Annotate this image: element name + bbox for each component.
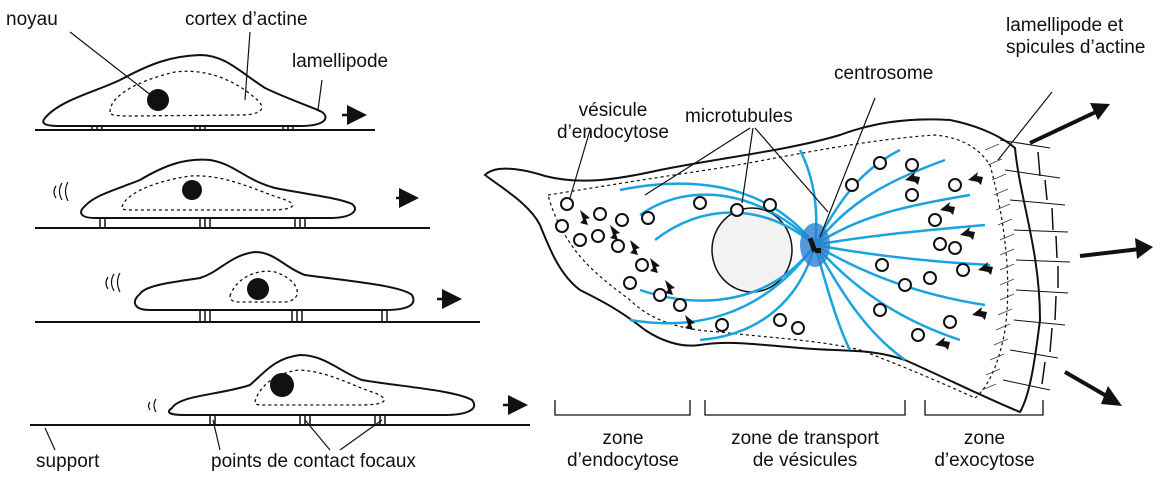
cell-membrane-4	[169, 355, 474, 415]
bracket-transport	[705, 400, 905, 415]
label-centrosome: centrosome	[834, 63, 933, 85]
label-lamellipode-spicules-line1: lamellipode et	[1002, 15, 1160, 37]
outward-arrows	[1030, 103, 1153, 406]
label-zone-exocytose-line1: zone	[912, 428, 1057, 450]
label-zone-endocytose-line2: d’endocytose	[548, 450, 698, 472]
focal-contacts-2	[100, 218, 305, 228]
nucleus-2	[182, 180, 202, 200]
label-zone-endocytose: zone d’endocytose	[548, 428, 698, 472]
label-zone-transport: zone de transport de vésicules	[700, 428, 910, 472]
label-lamellipode-spicules-line2: spicules d’actine	[1002, 37, 1160, 59]
large-cell	[485, 103, 1153, 412]
actin-cortex-2	[122, 176, 293, 210]
nucleus-3	[247, 278, 269, 300]
retraction-marks-2	[54, 182, 68, 201]
retraction-marks-3	[106, 273, 120, 292]
label-lamellipode-spicules: lamellipode et spicules d’actine	[1002, 15, 1160, 59]
bracket-endocytose	[555, 400, 690, 415]
label-points-contact: points de contact focaux	[211, 451, 416, 473]
zone-brackets	[555, 400, 1043, 415]
cell-stage-4	[30, 355, 530, 425]
focal-contacts-3	[200, 310, 387, 322]
retraction-marks-4	[149, 399, 157, 412]
label-lamellipode: lamellipode	[292, 51, 388, 73]
label-zone-endocytose-line1: zone	[548, 428, 698, 450]
label-vesicule-line1: vésicule	[548, 100, 678, 122]
left-leader-lines	[45, 32, 382, 450]
actin-cortex-1	[110, 71, 262, 116]
label-zone-transport-line1: zone de transport	[700, 428, 910, 450]
cell-membrane-2	[81, 160, 355, 218]
centriole-2	[815, 248, 821, 253]
nucleus-4	[270, 373, 294, 397]
label-vesicule: vésicule d’endocytose	[548, 100, 678, 144]
cell-stage-2	[35, 160, 430, 228]
nucleus-1	[147, 89, 169, 111]
label-zone-exocytose-line2: d’exocytose	[912, 450, 1057, 472]
focal-contacts-4	[210, 415, 385, 425]
label-microtubules: microtubules	[685, 106, 793, 128]
label-cortex-actine: cortex d’actine	[185, 9, 308, 31]
cell-stage-3	[35, 252, 480, 322]
label-vesicule-line2: d’endocytose	[548, 122, 678, 144]
cell-membrane-3	[135, 252, 414, 310]
label-noyau: noyau	[6, 9, 58, 31]
label-zone-transport-line2: de vésicules	[700, 450, 910, 472]
label-zone-exocytose: zone d’exocytose	[912, 428, 1057, 472]
label-support: support	[36, 451, 99, 473]
